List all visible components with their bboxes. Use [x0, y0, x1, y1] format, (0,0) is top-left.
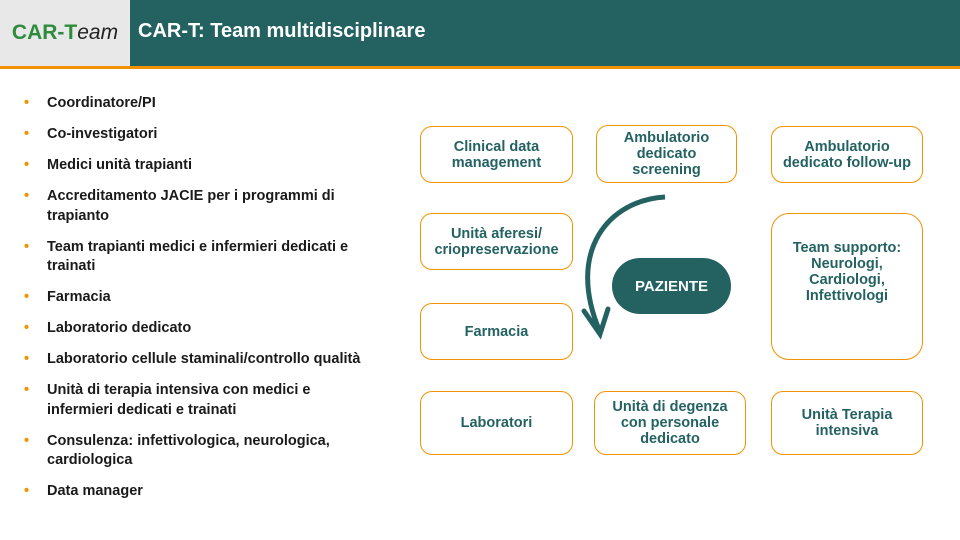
bullet-item: Medici unità trapianti — [22, 156, 407, 176]
box-team-supporto: Team supporto: Neurologi, Cardiologi, In… — [771, 213, 923, 360]
box-ambulatorio-followup: Ambulatorio dedicato follow-up — [771, 126, 923, 183]
slide-header — [0, 0, 960, 66]
bullet-item: Laboratorio cellule staminali/controllo … — [22, 350, 427, 370]
bullet-item: Data manager — [22, 482, 407, 502]
bullet-item: Laboratorio dedicato — [22, 319, 407, 339]
bullet-item: Coordinatore/PI — [22, 94, 407, 114]
slide-title: CAR-T: Team multidisciplinare — [138, 20, 426, 42]
bullet-item: Consulenza: infettivologica, neurologica… — [22, 432, 367, 471]
bullet-list: Coordinatore/PI Co-investigatori Medici … — [22, 94, 427, 513]
box-aferesi: Unità aferesi/ criopreservazione — [420, 213, 573, 270]
box-degenza: Unità di degenza con personale dedicato — [594, 391, 746, 455]
header-divider — [0, 66, 960, 69]
box-farmacia: Farmacia — [420, 303, 573, 360]
box-terapia-intensiva: Unità Terapia intensiva — [771, 391, 923, 455]
box-clinical-data: Clinical data management — [420, 126, 573, 183]
bullet-item: Team trapianti medici e infermieri dedic… — [22, 238, 377, 277]
paziente-node: PAZIENTE — [612, 258, 731, 314]
bullet-item: Co-investigatori — [22, 125, 407, 145]
box-ambulatorio-screening: Ambulatorio dedicato screening — [596, 125, 737, 183]
bullet-item: Farmacia — [22, 288, 407, 308]
bullet-item: Unità di terapia intensiva con medici e … — [22, 381, 337, 420]
bullet-item: Accreditamento JACIE per i programmi di … — [22, 187, 357, 226]
box-laboratori: Laboratori — [420, 391, 573, 455]
